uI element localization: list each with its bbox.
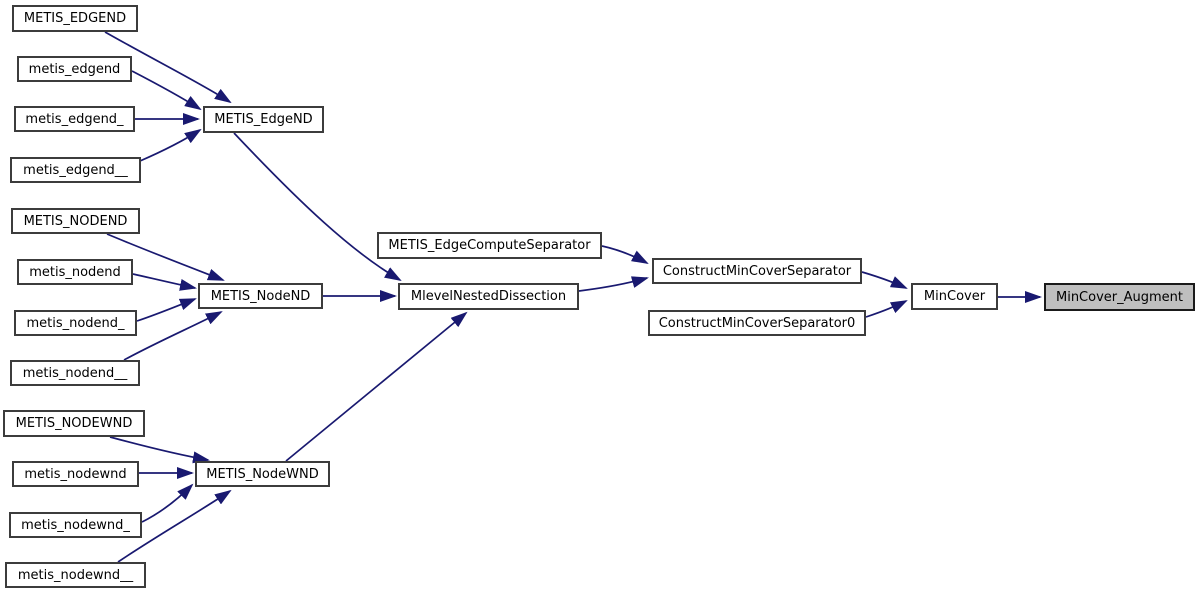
node-METIS_EDGEND[interactable]: METIS_EDGEND xyxy=(12,5,138,32)
node-metis_nodend[interactable]: metis_nodend xyxy=(17,259,133,285)
node-MinCover_Augment: MinCover_Augment xyxy=(1044,283,1195,311)
node-ConstructMinCoverSeparator0[interactable]: ConstructMinCoverSeparator0 xyxy=(648,310,866,336)
edge-metis_nodend__-METIS_NodeND xyxy=(123,311,223,361)
edge-ConstructMinCoverSeparator-MinCover xyxy=(861,271,908,289)
node-MinCover[interactable]: MinCover xyxy=(911,283,998,310)
node-ConstructMinCoverSeparator[interactable]: ConstructMinCoverSeparator xyxy=(652,258,862,284)
node-METIS_EdgeComputeSeparator[interactable]: METIS_EdgeComputeSeparator xyxy=(377,232,602,259)
edge-metis_nodewnd_-METIS_NodeWND xyxy=(141,483,194,523)
node-metis_edgend__[interactable]: metis_edgend__ xyxy=(10,157,141,183)
node-METIS_NODEND[interactable]: METIS_NODEND xyxy=(11,208,140,234)
node-METIS_EdgeND[interactable]: METIS_EdgeND xyxy=(203,106,324,133)
edge-metis_nodend_-METIS_NodeND xyxy=(136,298,197,322)
node-metis_edgend_[interactable]: metis_edgend_ xyxy=(14,106,135,132)
edge-METIS_EDGEND-METIS_EdgeND xyxy=(104,31,232,104)
edge-metis_nodend-METIS_NodeND xyxy=(132,273,197,291)
edge-MlevelNestedDissection-ConstructMinCoverSeparator xyxy=(578,276,649,292)
edge-metis_nodewnd__-METIS_NodeWND xyxy=(117,489,232,563)
edge-ConstructMinCoverSeparator0-MinCover xyxy=(865,300,908,318)
node-metis_nodend_[interactable]: metis_nodend_ xyxy=(14,310,137,336)
edge-metis_edgend-METIS_EdgeND xyxy=(131,70,202,111)
node-metis_nodend__[interactable]: metis_nodend__ xyxy=(10,360,140,386)
node-METIS_NODEWND[interactable]: METIS_NODEWND xyxy=(3,410,145,437)
node-metis_nodewnd_[interactable]: metis_nodewnd_ xyxy=(9,512,142,538)
edge-METIS_EdgeND-MlevelNestedDissection xyxy=(233,132,402,282)
node-metis_nodewnd__[interactable]: metis_nodewnd__ xyxy=(5,562,146,588)
node-MlevelNestedDissection[interactable]: MlevelNestedDissection xyxy=(398,283,579,310)
edge-METIS_NodeWND-MlevelNestedDissection xyxy=(285,311,468,462)
edge-metis_edgend__-METIS_EdgeND xyxy=(139,128,202,162)
edge-METIS_EdgeComputeSeparator-ConstructMinCoverSeparator xyxy=(601,245,649,264)
node-metis_edgend[interactable]: metis_edgend xyxy=(17,56,132,82)
node-METIS_NodeWND[interactable]: METIS_NodeWND xyxy=(195,461,330,487)
node-METIS_NodeND[interactable]: METIS_NodeND xyxy=(198,283,323,309)
edge-METIS_NODEWND-METIS_NodeWND xyxy=(109,436,210,464)
node-metis_nodewnd[interactable]: metis_nodewnd xyxy=(12,461,139,487)
edge-METIS_NODEND-METIS_NodeND xyxy=(106,233,225,281)
